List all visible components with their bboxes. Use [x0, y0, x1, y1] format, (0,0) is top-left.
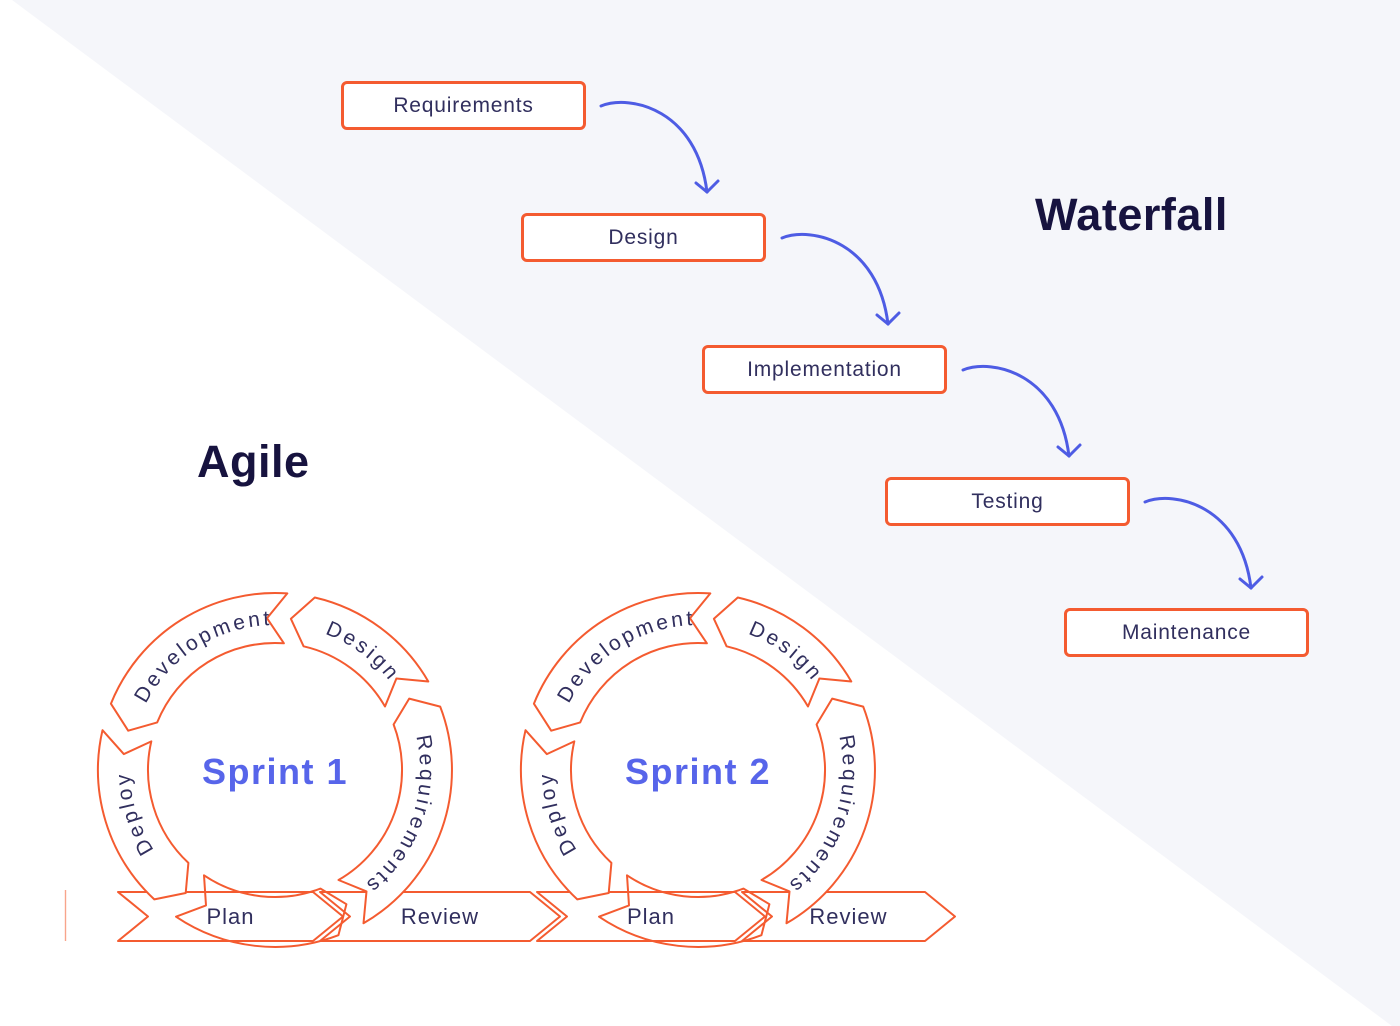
segment-development [532, 591, 712, 732]
segment-design [712, 596, 853, 708]
cycle-filler-arc [175, 874, 348, 948]
segment-deploy [520, 729, 613, 901]
cycle-filler-arc [598, 874, 771, 948]
sprint-name-label: Sprint 1 [202, 751, 348, 792]
ribbon-plan-sprint1-label: Plan [206, 904, 254, 929]
ribbon-plan-sprint2-label: Plan [627, 904, 675, 929]
segment-label-design: Design [323, 617, 405, 686]
segment-requirements [337, 697, 453, 925]
waterfall-step-requirements: Requirements [341, 81, 586, 130]
segment-deploy [97, 729, 190, 901]
segment-label-deploy: Deploy [535, 771, 581, 859]
waterfall-step-design: Design [521, 213, 766, 262]
waterfall-title: Waterfall [1035, 189, 1228, 240]
segment-label-development: Development [130, 607, 273, 707]
ribbon-plan-sprint2 [536, 891, 766, 942]
sprint-name-label: Sprint 2 [625, 751, 771, 792]
waterfall-step-implementation: Implementation [702, 345, 947, 394]
segment-label-requirements: Requirements [783, 733, 861, 899]
segment-design [289, 596, 430, 708]
segment-label-design: Design [746, 617, 828, 686]
segment-label-deploy: Deploy [112, 771, 158, 859]
segment-development [109, 591, 289, 732]
ribbon-plan-sprint1 [117, 891, 344, 942]
ribbon-review-sprint2-label: Review [809, 904, 887, 929]
segment-label-requirements: Requirements [360, 733, 438, 899]
ribbon-review-sprint1-label: Review [401, 904, 479, 929]
ribbon-review-sprint1 [319, 891, 561, 942]
segment-requirements [760, 697, 876, 925]
waterfall-step-testing: Testing [885, 477, 1130, 526]
agile-title: Agile [197, 436, 310, 487]
segment-label-development: Development [553, 607, 696, 707]
waterfall-step-maintenance: Maintenance [1064, 608, 1309, 657]
ribbon-review-sprint2 [741, 891, 956, 942]
